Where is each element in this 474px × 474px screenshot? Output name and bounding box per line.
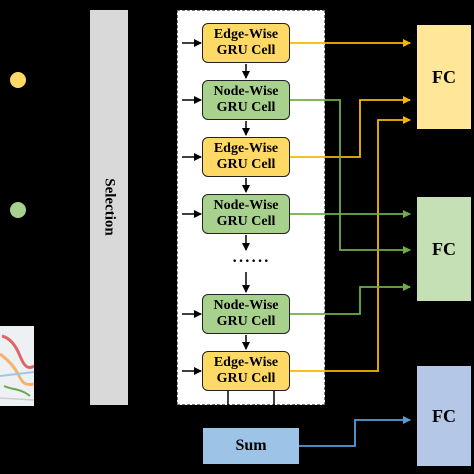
fc-label: FC (432, 238, 456, 259)
edge-legend-dot-icon (10, 72, 26, 88)
cell-line2: GRU Cell (216, 314, 276, 329)
gru-cell-node-wise: Node-Wise GRU Cell (202, 194, 290, 234)
cell-line1: Node-Wise (213, 84, 279, 99)
sum-label: Sum (235, 437, 267, 454)
gru-cell-node-wise: Node-Wise GRU Cell (202, 294, 290, 334)
gru-cell-edge-wise: Edge-Wise GRU Cell (202, 137, 290, 177)
cell-line1: Node-Wise (213, 198, 279, 213)
cell-line2: GRU Cell (216, 214, 276, 229)
gru-cell-edge-wise: Edge-Wise GRU Cell (202, 23, 290, 63)
fc-block-edge: FC (417, 25, 471, 129)
sum-wire (299, 416, 411, 447)
gru-cell-node-wise: Node-Wise GRU Cell (202, 80, 290, 120)
selection-bar (90, 10, 128, 405)
cell-line1: Node-Wise (213, 298, 279, 313)
input-arrows (182, 39, 202, 375)
edge-wise-wires (290, 39, 411, 372)
gru-cell-edge-wise: Edge-Wise GRU Cell (202, 351, 290, 391)
fc-label: FC (432, 405, 456, 426)
fc-label: FC (432, 66, 456, 87)
node-wise-wires (290, 99, 411, 315)
cell-line2: GRU Cell (216, 100, 276, 115)
cell-line2: GRU Cell (216, 43, 276, 58)
cell-line2: GRU Cell (216, 157, 276, 172)
sum-box: Sum (203, 428, 299, 464)
fc-block-node: FC (417, 197, 471, 301)
cell-line1: Edge-Wise (213, 355, 279, 370)
cell-line1: Edge-Wise (213, 27, 279, 42)
ellipsis: ······ (232, 253, 271, 270)
node-legend-dot-icon (10, 202, 26, 218)
fc-block-sum: FC (417, 366, 471, 466)
sum-input-lines (227, 391, 275, 428)
cell-line2: GRU Cell (216, 371, 276, 386)
map-thumbnail (0, 326, 34, 406)
cell-line1: Edge-Wise (213, 141, 279, 156)
